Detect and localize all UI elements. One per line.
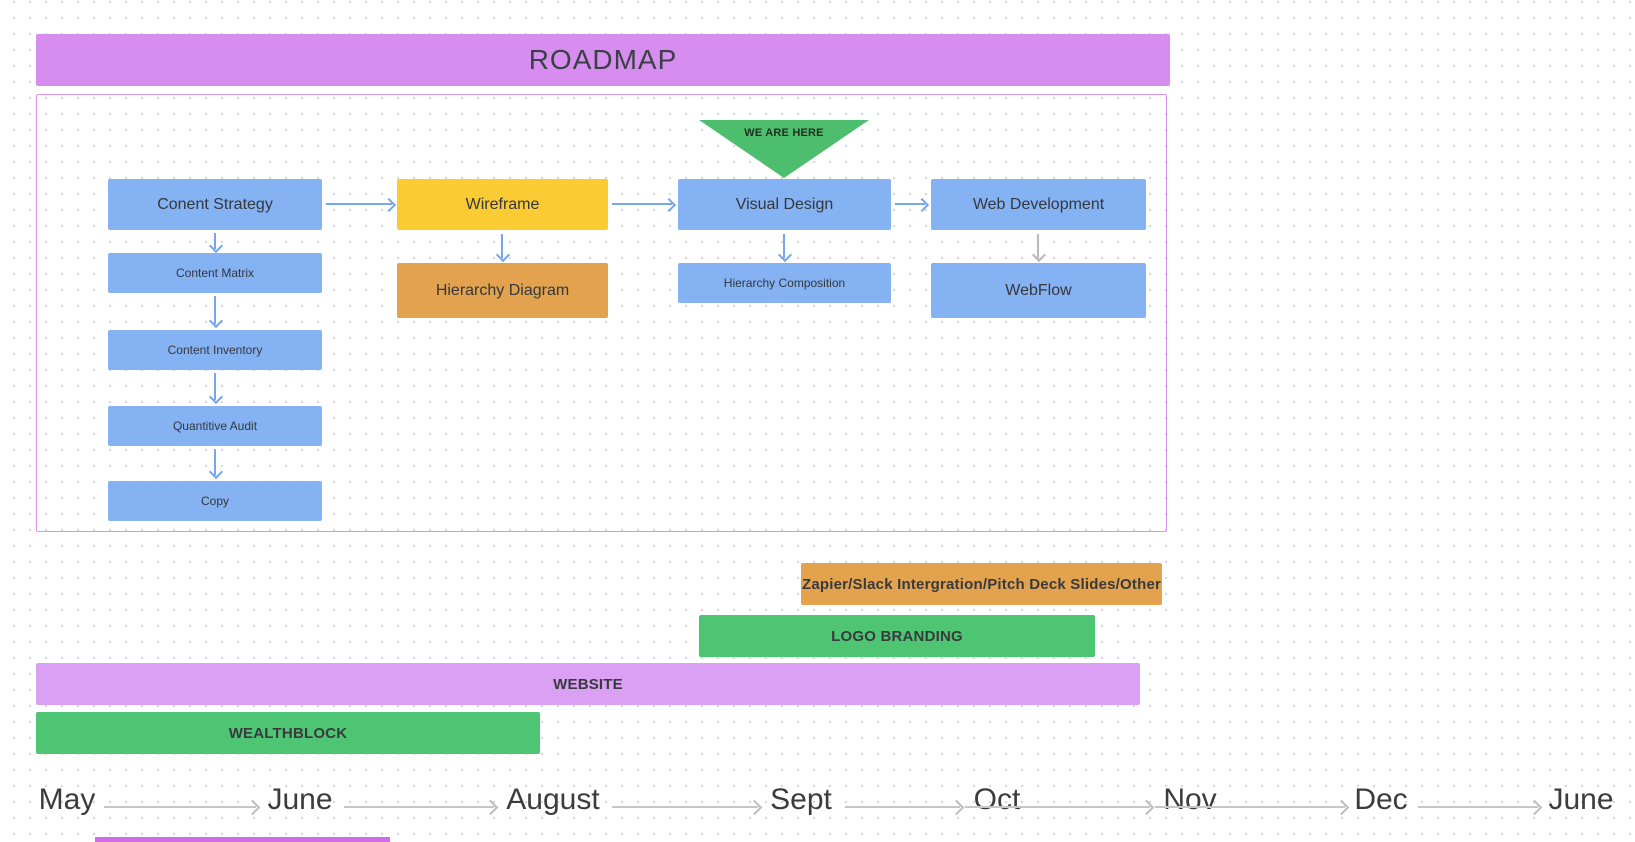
node-hierarchy-composition[interactable]: Hierarchy Composition xyxy=(678,263,891,303)
we-are-here-marker[interactable]: WE ARE HERE xyxy=(699,120,869,178)
node-content-inventory[interactable]: Content Inventory xyxy=(108,330,322,370)
timeline-month-sept[interactable]: Sept xyxy=(770,783,832,816)
connector-audit-copy-arrow[interactable] xyxy=(214,449,216,475)
timeline-arrow-may-june[interactable] xyxy=(104,806,256,808)
connector-webdev-webflow-arrow[interactable] xyxy=(1037,234,1039,258)
timeline-arrow-sept-oct[interactable] xyxy=(845,806,960,808)
timeline-month-june-2[interactable]: June xyxy=(1548,783,1614,816)
node-wireframe[interactable]: Wireframe xyxy=(397,179,608,230)
node-web-development[interactable]: Web Development xyxy=(931,179,1146,230)
timeline-month-dec[interactable]: Dec xyxy=(1354,783,1408,816)
gantt-bar-zapier[interactable]: Zapier/Slack Intergration/Pitch Deck Sli… xyxy=(801,563,1162,605)
connector-wireframe-visual-arrow[interactable] xyxy=(612,203,672,205)
node-hierarchy-diagram[interactable]: Hierarchy Diagram xyxy=(397,263,608,318)
flowchart-frame[interactable] xyxy=(36,94,1167,532)
node-content-strategy[interactable]: Conent Strategy xyxy=(108,179,322,230)
timeline-month-june[interactable]: June xyxy=(267,783,333,816)
timeline-arrow-nov-dec[interactable] xyxy=(1155,806,1345,808)
page-title: ROADMAP xyxy=(528,44,678,75)
node-quantitive-audit[interactable]: Quantitive Audit xyxy=(108,406,322,446)
connector-strategy-wireframe-arrow[interactable] xyxy=(326,203,392,205)
timeline-month-nov[interactable]: Nov xyxy=(1163,783,1217,816)
node-visual-design[interactable]: Visual Design xyxy=(678,179,891,230)
node-webflow[interactable]: WebFlow xyxy=(931,263,1146,318)
timeline-arrow-dec-june[interactable] xyxy=(1418,806,1538,808)
timeline-month-august[interactable]: August xyxy=(506,783,600,816)
roadmap-banner[interactable]: ROADMAP xyxy=(36,34,1170,86)
gantt-bar-wealthblock[interactable]: WEALTHBLOCK xyxy=(36,712,540,754)
triangle-down-icon xyxy=(699,120,869,178)
connector-wireframe-diagram-arrow[interactable] xyxy=(501,234,503,258)
connector-inventory-audit-arrow[interactable] xyxy=(214,373,216,400)
timeline-month-may[interactable]: May xyxy=(38,783,96,816)
gantt-bar-logo-branding[interactable]: LOGO BRANDING xyxy=(699,615,1095,657)
partial-bar-bottom[interactable] xyxy=(95,837,390,842)
node-copy[interactable]: Copy xyxy=(108,481,322,521)
timeline-arrow-june-august[interactable] xyxy=(344,806,494,808)
timeline-arrow-oct-nov[interactable] xyxy=(965,806,1150,808)
we-are-here-label: WE ARE HERE xyxy=(744,127,824,139)
gantt-bar-website[interactable]: WEBSITE xyxy=(36,663,1140,705)
connector-strategy-matrix-arrow[interactable] xyxy=(214,233,216,249)
timeline-month-oct[interactable]: Oct xyxy=(973,783,1021,816)
connector-matrix-inventory-arrow[interactable] xyxy=(214,296,216,324)
timeline-arrow-august-sept[interactable] xyxy=(612,806,758,808)
connector-visual-webdev-arrow[interactable] xyxy=(895,203,925,205)
node-content-matrix[interactable]: Content Matrix xyxy=(108,253,322,293)
connector-visual-composition-arrow[interactable] xyxy=(783,234,785,258)
